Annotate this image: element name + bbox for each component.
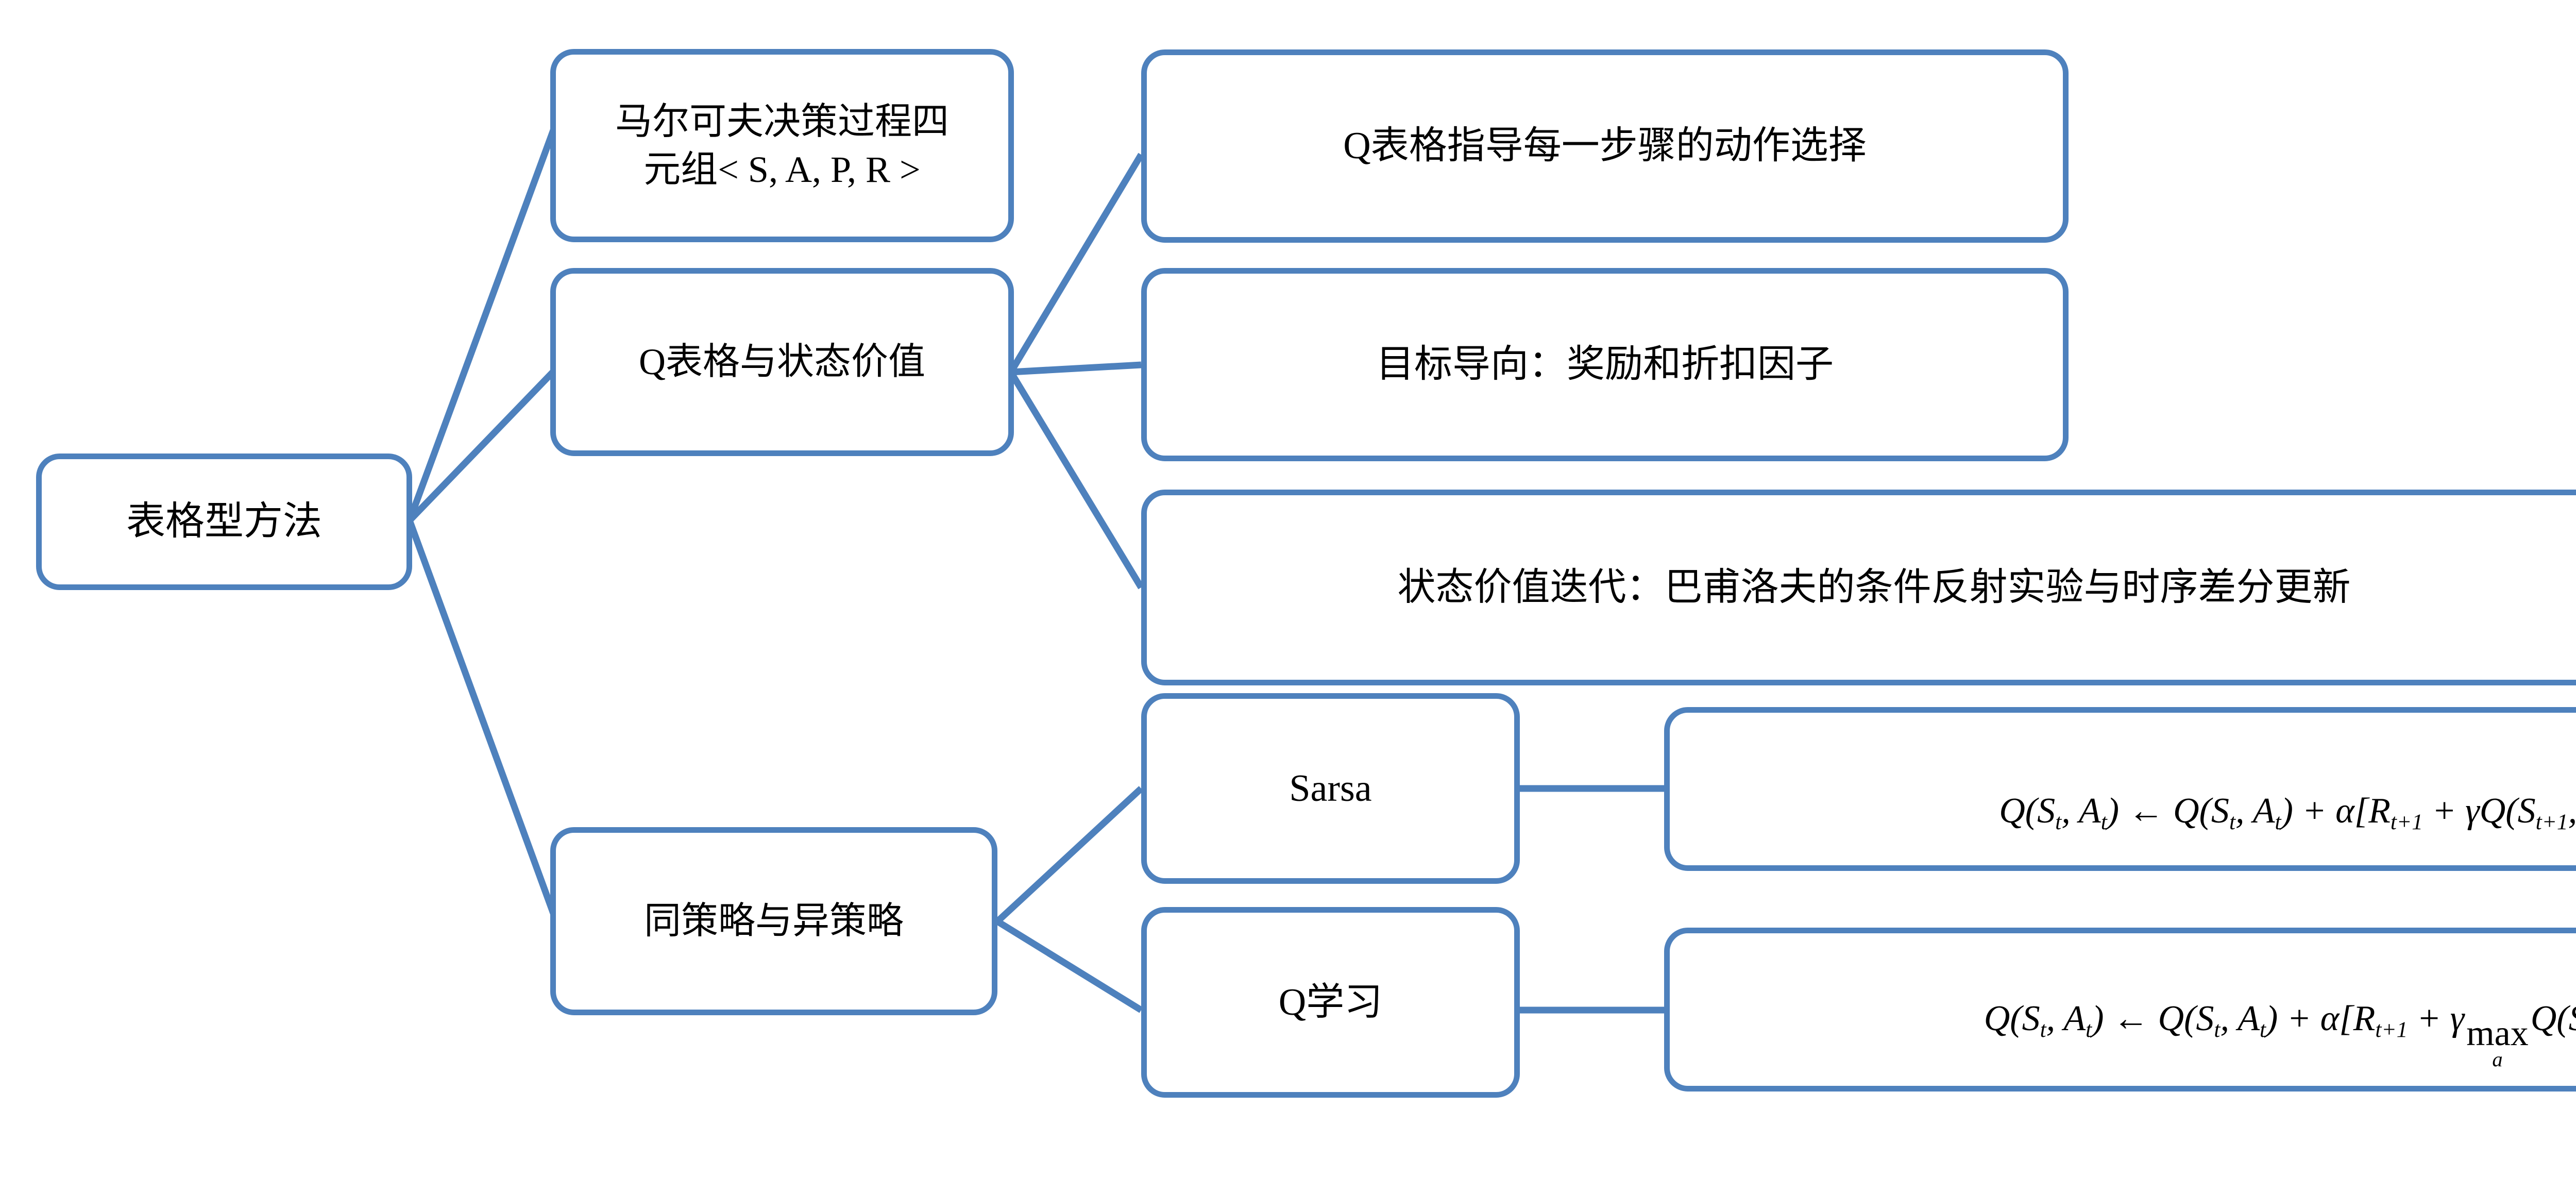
node-sarsa-formula[interactable]: Q(St, At) ← Q(St, At) + α[Rt+1 + γQ(St+1… [1664, 707, 2576, 871]
node-q-goal[interactable]: 目标导向：奖励和折扣因子 [1141, 268, 2069, 461]
node-sarsa-label: Sarsa [1289, 767, 1372, 810]
node-q-action-select-label: Q表格指导每一步骤的动作选择 [1343, 125, 1867, 167]
node-mdp[interactable]: 马尔可夫决策过程四 元组< S, A, P, R > [550, 49, 1014, 242]
edge-policy-sarsa [995, 786, 1144, 924]
node-q-value-iter[interactable]: 状态价值迭代：巴甫洛夫的条件反射实验与时序差分更新 [1141, 490, 2576, 685]
node-policy-label: 同策略与异策略 [643, 900, 904, 942]
node-qlearning-label: Q学习 [1278, 981, 1383, 1023]
node-sarsa[interactable]: Sarsa [1141, 693, 1520, 884]
edge-root-qtable [407, 368, 556, 523]
edge-root-mdp [406, 127, 557, 522]
node-qtable-label: Q表格与状态价值 [639, 341, 925, 383]
edge-qtable-goal [1010, 361, 1142, 376]
node-q-goal-label: 目标导向：奖励和折扣因子 [1376, 343, 1834, 386]
node-q-value-iter-label: 状态价值迭代：巴甫洛夫的条件反射实验与时序差分更新 [1397, 566, 2351, 609]
node-root-label: 表格型方法 [126, 499, 322, 543]
node-qlearning[interactable]: Q学习 [1141, 907, 1520, 1098]
node-mdp-label: 马尔可夫决策过程四 元组< S, A, P, R > [615, 101, 949, 190]
sarsa-equation: Q(St, At) ← Q(St, At) + α[Rt+1 + γQ(St+1… [1999, 791, 2576, 834]
node-qtable[interactable]: Q表格与状态价值 [550, 268, 1014, 456]
node-q-action-select[interactable]: Q表格指导每一步骤的动作选择 [1141, 49, 2069, 243]
edge-qtable-iter [1008, 370, 1144, 590]
node-root[interactable]: 表格型方法 [36, 454, 412, 590]
edge-qtable-action [1008, 153, 1144, 374]
node-policy[interactable]: 同策略与异策略 [550, 827, 997, 1015]
edge-root-policy [406, 519, 557, 916]
edge-policy-qlearn [995, 918, 1143, 1013]
